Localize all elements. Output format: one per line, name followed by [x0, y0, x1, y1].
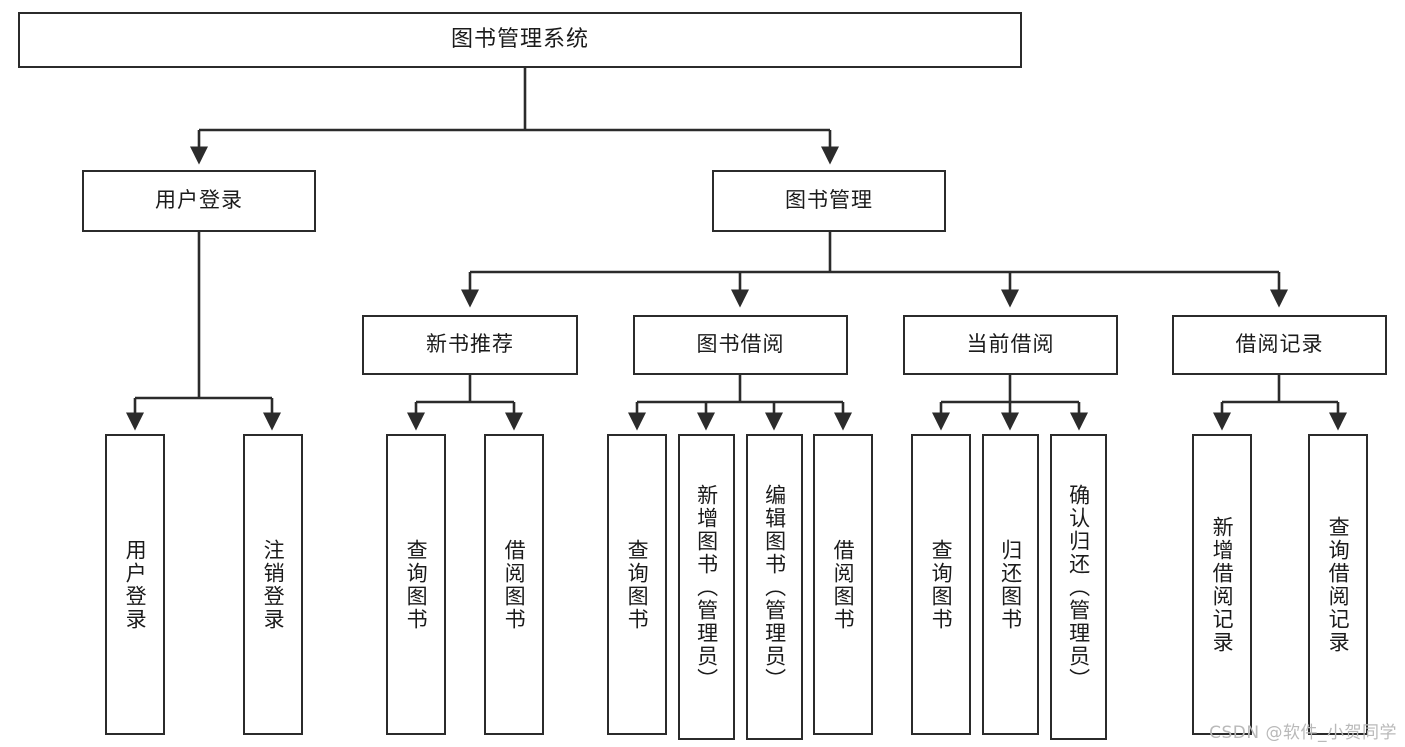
leaf-query-book-3[interactable]: 查询图书	[911, 434, 971, 735]
node-book-manage[interactable]: 图书管理	[712, 170, 946, 232]
node-new-book-rec-label: 新书推荐	[426, 332, 514, 357]
leaf-confirm-return[interactable]: 确认归还（管理员）	[1050, 434, 1107, 740]
node-current-borrow[interactable]: 当前借阅	[903, 315, 1118, 375]
leaf-query-book-3-label: 查询图书	[929, 538, 954, 631]
leaf-query-book-1-label: 查询图书	[404, 538, 429, 631]
node-book-borrow-label: 图书借阅	[696, 332, 785, 357]
node-user-login-label: 用户登录	[155, 188, 243, 213]
leaf-query-book-2[interactable]: 查询图书	[607, 434, 667, 735]
node-borrow-record[interactable]: 借阅记录	[1172, 315, 1387, 375]
node-new-book-rec[interactable]: 新书推荐	[362, 315, 578, 375]
leaf-user-login[interactable]: 用户登录	[105, 434, 165, 735]
leaf-query-record[interactable]: 查询借阅记录	[1308, 434, 1368, 735]
leaf-logout-label: 注销登录	[261, 538, 286, 631]
leaf-borrow-book-2[interactable]: 借阅图书	[813, 434, 873, 735]
leaf-borrow-book-1[interactable]: 借阅图书	[484, 434, 544, 735]
leaf-add-record[interactable]: 新增借阅记录	[1192, 434, 1252, 735]
watermark: CSDN @软件_小贺同学	[1209, 723, 1397, 743]
leaf-user-login-label: 用户登录	[123, 538, 148, 631]
node-root[interactable]: 图书管理系统	[18, 12, 1022, 68]
leaf-edit-book-label: 编辑图书（管理员）	[762, 483, 787, 691]
leaf-borrow-book-2-label: 借阅图书	[831, 538, 856, 631]
leaf-query-book-2-label: 查询图书	[625, 538, 650, 631]
leaf-query-record-label: 查询借阅记录	[1326, 515, 1351, 654]
leaf-add-book-label: 新增图书（管理员）	[694, 483, 719, 691]
leaf-add-record-label: 新增借阅记录	[1210, 515, 1235, 654]
node-borrow-record-label: 借阅记录	[1235, 332, 1324, 357]
leaf-logout[interactable]: 注销登录	[243, 434, 303, 735]
node-current-borrow-label: 当前借阅	[966, 332, 1055, 357]
leaf-query-book-1[interactable]: 查询图书	[386, 434, 446, 735]
node-root-label: 图书管理系统	[450, 26, 589, 52]
leaf-borrow-book-1-label: 借阅图书	[502, 538, 527, 631]
node-book-manage-label: 图书管理	[785, 188, 873, 213]
leaf-confirm-return-label: 确认归还（管理员）	[1066, 483, 1091, 691]
leaf-return-book[interactable]: 归还图书	[982, 434, 1039, 735]
node-book-borrow[interactable]: 图书借阅	[633, 315, 848, 375]
node-user-login[interactable]: 用户登录	[82, 170, 316, 232]
leaf-return-book-label: 归还图书	[998, 538, 1023, 631]
leaf-edit-book[interactable]: 编辑图书（管理员）	[746, 434, 803, 740]
leaf-add-book[interactable]: 新增图书（管理员）	[678, 434, 735, 740]
